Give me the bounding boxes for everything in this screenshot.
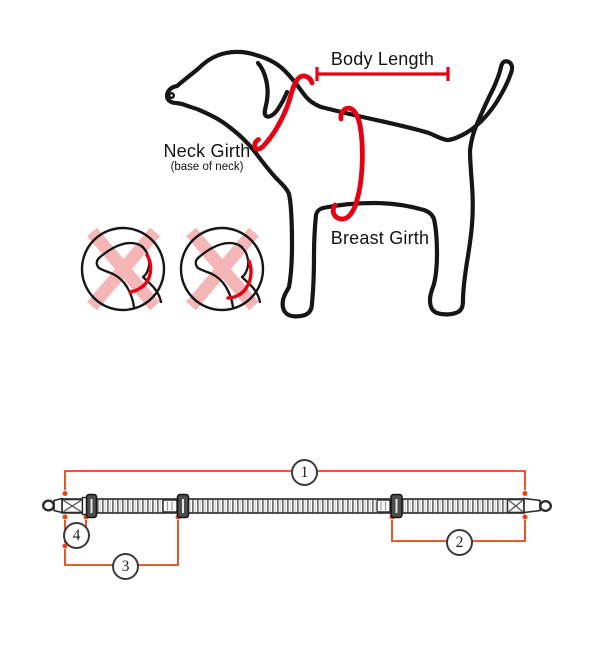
breast-girth-label: Breast Girth — [330, 228, 430, 248]
breast-girth-arc — [330, 105, 365, 222]
keeper-right — [376, 499, 391, 513]
wrong-collar-slanted — [226, 259, 253, 300]
dog-ear-line — [255, 60, 290, 119]
strap-webbing — [61, 498, 525, 514]
body-length-line — [315, 67, 450, 81]
neck-girth-arc — [252, 73, 315, 152]
callout-3: 3 — [112, 553, 139, 580]
wrong-collar-arcs — [128, 253, 253, 300]
neck-girth-sublabel: (base of neck) — [170, 161, 244, 173]
keeper-mid — [162, 499, 178, 513]
callout-1: 1 — [291, 459, 318, 486]
dog-outline — [164, 49, 515, 319]
prohibition-x-icon — [87, 227, 259, 311]
hook-right-icon — [523, 497, 553, 514]
measure-marks — [252, 67, 450, 222]
wrong-collar-high — [128, 253, 153, 294]
wrong-example-1-circle — [80, 226, 166, 312]
body-length-label: Body Length — [330, 49, 435, 69]
neck-girth-label: Neck Girth — [163, 141, 251, 161]
dog-nostril — [167, 91, 175, 99]
callout-4: 4 — [63, 522, 90, 549]
wrong-example-2-circle — [179, 226, 265, 312]
callout-2: 2 — [446, 529, 473, 556]
strap — [42, 493, 553, 519]
hook-left-icon — [42, 497, 63, 514]
wrong-example-circles — [80, 226, 265, 312]
